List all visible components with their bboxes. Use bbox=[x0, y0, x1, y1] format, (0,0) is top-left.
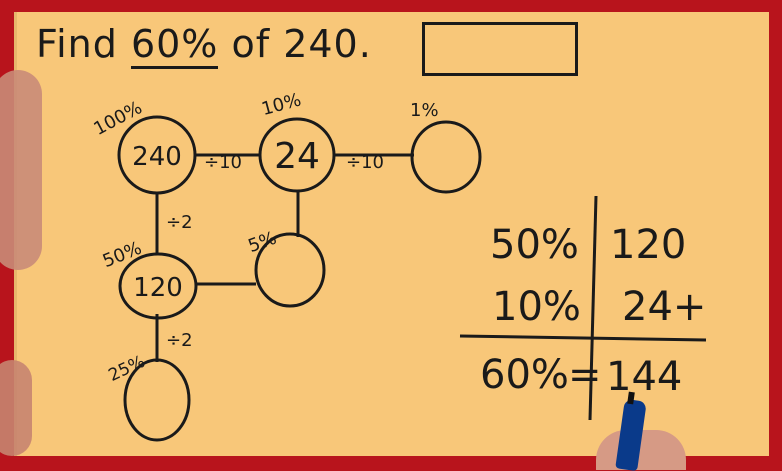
label-1-percent: 1% bbox=[410, 100, 439, 121]
percentage-diagram: 240 24 120 100% 10% 1% 50% 5% 25% ÷10 ÷1… bbox=[90, 89, 707, 442]
operator-div2-second: ÷2 bbox=[166, 330, 193, 351]
title-suffix: of 240. bbox=[218, 22, 372, 66]
label-100-percent: 100% bbox=[90, 97, 145, 140]
label-25-percent: 25% bbox=[106, 352, 149, 386]
row1-percent: 50% bbox=[490, 222, 579, 268]
circle-50-percent bbox=[118, 252, 198, 320]
title-prefix: Find bbox=[36, 22, 131, 66]
table-horizontal-line bbox=[459, 334, 707, 342]
answer-box bbox=[422, 22, 578, 76]
label-10-percent: 10% bbox=[259, 89, 303, 120]
value-120: 120 bbox=[133, 273, 183, 303]
table-vertical-line bbox=[588, 195, 598, 421]
paper-board bbox=[14, 12, 769, 456]
question-title: Find 60% of 240. bbox=[36, 22, 372, 69]
circle-100-percent bbox=[117, 115, 197, 195]
circle-25-percent bbox=[123, 358, 191, 442]
title-percent: 60% bbox=[130, 22, 219, 69]
label-50-percent: 50% bbox=[100, 238, 145, 272]
value-24: 24 bbox=[274, 136, 320, 177]
row1-value: 120 bbox=[610, 222, 686, 268]
hand-top-left bbox=[0, 70, 42, 270]
total-equals: = bbox=[568, 352, 602, 398]
circle-10-percent bbox=[258, 117, 336, 193]
label-5-percent: 5% bbox=[245, 228, 279, 258]
circle-5-percent bbox=[254, 232, 326, 308]
operator-div10-first: ÷10 bbox=[204, 152, 242, 173]
value-240: 240 bbox=[132, 142, 182, 172]
circle-1-percent bbox=[410, 120, 482, 194]
operator-div10-second: ÷10 bbox=[346, 152, 384, 173]
row2-percent: 10% bbox=[492, 284, 581, 330]
hand-bottom-left bbox=[0, 360, 32, 456]
row2-value: 24+ bbox=[622, 284, 706, 330]
total-percent: 60% bbox=[480, 352, 569, 398]
total-value: 144 bbox=[606, 354, 682, 400]
operator-div2-first: ÷2 bbox=[166, 212, 193, 233]
